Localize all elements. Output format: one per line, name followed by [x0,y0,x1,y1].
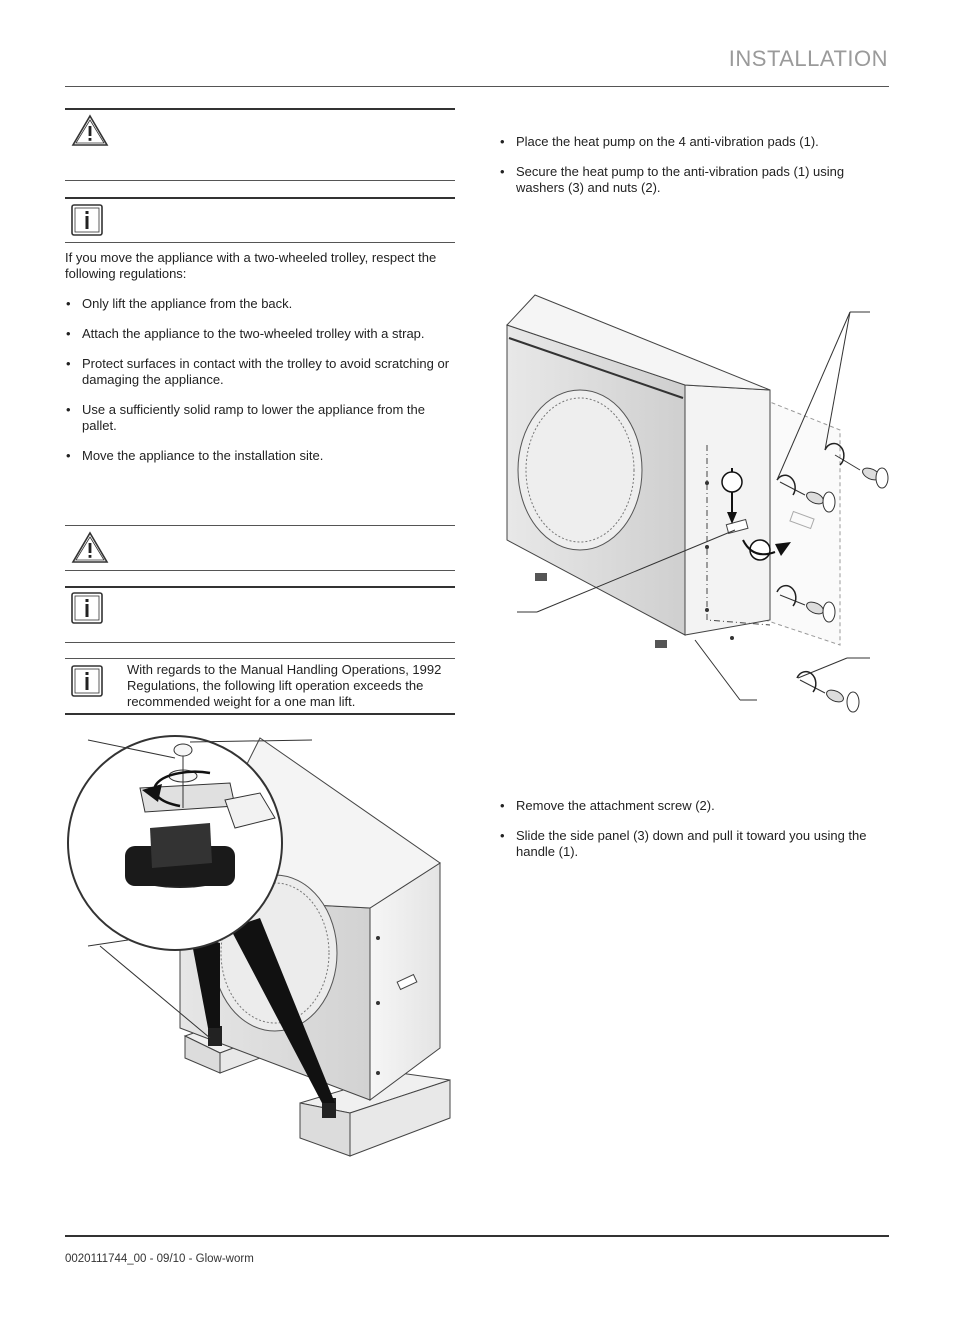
warning2-bottom-rule [65,570,455,571]
list-item: Move the appliance to the installation s… [65,448,457,464]
handling-note: With regards to the Manual Handling Oper… [127,662,442,709]
list-item: Protect surfaces in contact with the tro… [65,356,457,388]
list-item: Only lift the appliance from the back. [65,296,457,312]
info-icon [71,592,105,626]
list-item: Attach the appliance to the two-wheeled … [65,326,457,342]
side-panel-removal-illustration [506,294,889,713]
footer-text: 0020111744_00 - 09/10 - Glow-worm [65,1253,254,1265]
trolley-steps-list: Only lift the appliance from the back. A… [65,296,457,478]
warning-top-rule [65,108,455,110]
list-item: Remove the attachment screw (2). [499,798,891,814]
warning-bottom-rule [65,180,455,181]
list-item: Place the heat pump on the 4 anti-vibrat… [499,134,891,150]
footer-divider [65,1235,889,1237]
pad-steps-list: Place the heat pump on the 4 anti-vibrat… [499,134,891,210]
header-divider [65,86,889,87]
panel-steps-list: Remove the attachment screw (2). Slide t… [499,798,891,874]
page-title: INSTALLATION [728,46,888,71]
info3-top-rule [65,658,455,659]
warning2-top-rule [65,525,455,526]
info-icon [71,665,105,699]
info2-bottom-rule [65,642,455,643]
info3-bottom-rule [65,713,455,715]
anti-vibration-pads-illustration [67,735,451,1157]
info-top-rule [65,197,455,199]
list-item: Secure the heat pump to the anti-vibrati… [499,164,891,196]
trolley-intro: If you move the appliance with a two-whe… [65,250,437,281]
list-item: Use a sufficiently solid ramp to lower t… [65,402,457,434]
list-item: Slide the side panel (3) down and pull i… [499,828,891,860]
warning-triangle-icon [71,531,109,565]
info2-top-rule [65,586,455,588]
info-bottom-rule [65,242,455,243]
info-icon [71,204,105,238]
warning-triangle-icon [71,114,109,148]
